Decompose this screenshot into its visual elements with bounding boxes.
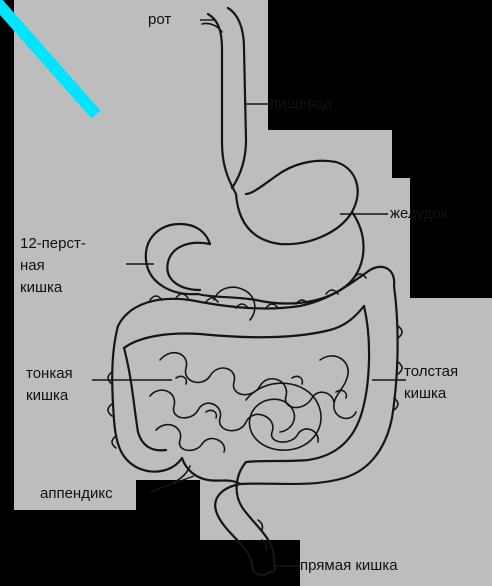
label-duodenum-2: ная <box>20 257 45 274</box>
label-small-intestine-1: тонкая <box>26 365 73 382</box>
label-appendix: аппендикс <box>40 485 113 502</box>
label-esophagus: пищевод <box>270 95 332 112</box>
label-small-intestine-2: кишка <box>26 387 69 404</box>
label-rectum: прямая кишка <box>300 557 398 574</box>
label-mouth: рот <box>148 11 171 28</box>
label-stomach: желудок <box>390 205 448 222</box>
label-duodenum-1: 12-перст- <box>20 235 86 252</box>
label-large-intestine-1: толстая <box>404 363 458 380</box>
label-duodenum-3: кишка <box>20 279 63 296</box>
label-large-intestine-2: кишка <box>404 385 447 402</box>
